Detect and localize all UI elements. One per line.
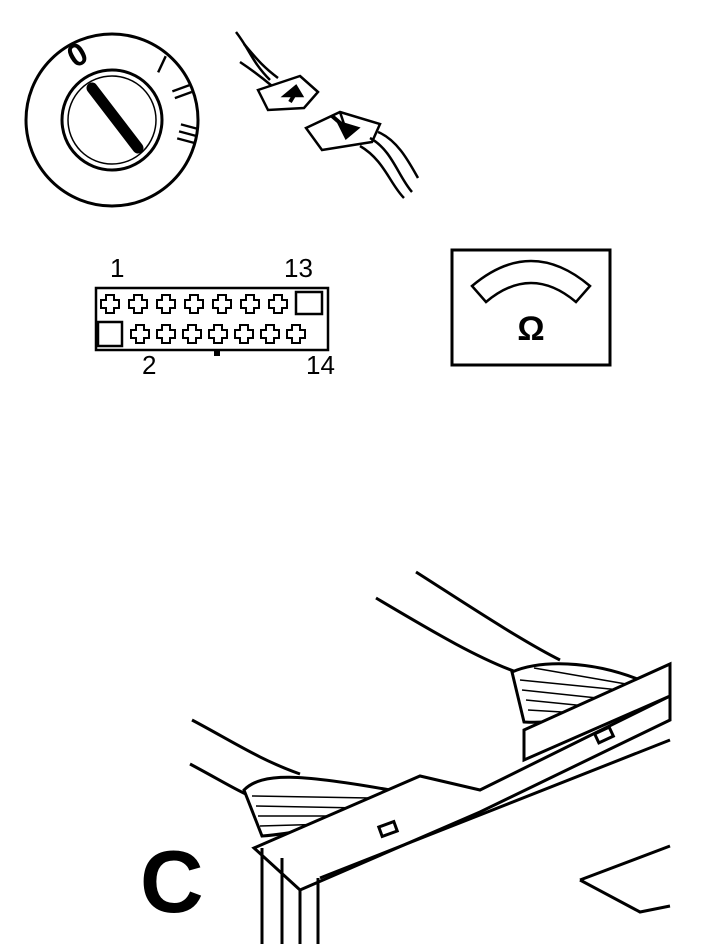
- position-3-label: III: [170, 119, 205, 148]
- connector-face: 1 13 2 14: [94, 253, 335, 380]
- switch-inner-ring: [60, 68, 164, 172]
- pin-cavity: [286, 324, 306, 344]
- upper-wire: [235, 31, 271, 81]
- unit-front-edge: [260, 848, 320, 944]
- unit-top-edge: [251, 693, 672, 892]
- front-harness-wire: [189, 762, 251, 798]
- unit-lid-line: [319, 738, 671, 880]
- rear-harness-wire: [415, 570, 561, 662]
- position-2-label: II: [166, 80, 199, 104]
- switch-key-barrel: [67, 75, 157, 165]
- detail-label-c: C: [140, 832, 204, 931]
- pin-cavity: [182, 324, 202, 344]
- lower-wire: [377, 130, 420, 179]
- pin-cavity: [156, 324, 176, 344]
- lower-wire: [359, 144, 405, 199]
- pin-label-1: 1: [110, 253, 124, 283]
- pin-label-14: 14: [306, 350, 335, 380]
- position-0-label: 0: [61, 35, 94, 75]
- pin-cavity: [208, 324, 228, 344]
- pin-cavity: [100, 294, 120, 314]
- front-connector-latch: [376, 819, 400, 839]
- pin-2-cavity: [96, 320, 124, 348]
- key-slot: [86, 82, 144, 154]
- rear-connector-housing: [522, 661, 672, 763]
- upper-plug-edge: [299, 75, 319, 93]
- front-harness-wire: [191, 718, 301, 776]
- ohm-symbol: Ω: [517, 310, 544, 348]
- pin-cavity: [234, 324, 254, 344]
- connector-disconnect-illustration: [235, 31, 420, 199]
- front-boot-ribs: [251, 795, 371, 827]
- pin-row-top: [100, 294, 288, 314]
- pin-cavity: [212, 294, 232, 314]
- rear-harness-wire: [375, 596, 523, 676]
- pin-13-cavity: [294, 290, 324, 316]
- pin-cavity: [268, 294, 288, 314]
- pin-cavity: [184, 294, 204, 314]
- pin-cavity: [260, 324, 280, 344]
- arrow-down-shaft: [330, 114, 348, 130]
- arrow-up-shaft: [288, 90, 298, 104]
- meter-scale-arc: [470, 259, 592, 304]
- rear-boot-ribs: [519, 667, 627, 715]
- upper-wire: [239, 60, 273, 87]
- control-unit-detail: C: [140, 570, 672, 944]
- lower-wire: [369, 136, 413, 193]
- ignition-switch: 0 I II III: [24, 32, 205, 208]
- connector-housing: [94, 286, 330, 352]
- upper-wire: [243, 43, 279, 79]
- pin-label-2: 2: [142, 350, 156, 380]
- pin-cavity: [128, 294, 148, 314]
- pin-cavity: [156, 294, 176, 314]
- pin-cavity: [240, 294, 260, 314]
- ohmmeter: Ω: [450, 248, 612, 367]
- switch-outer-ring: [24, 32, 200, 208]
- connector-key: [214, 350, 220, 356]
- pin-row-bottom: [130, 324, 306, 344]
- pin-label-13: 13: [284, 253, 313, 283]
- pin-cavity: [130, 324, 150, 344]
- rear-connector-latch: [592, 725, 616, 745]
- unit-lid-detail: [579, 844, 671, 914]
- position-1-label: I: [152, 49, 171, 79]
